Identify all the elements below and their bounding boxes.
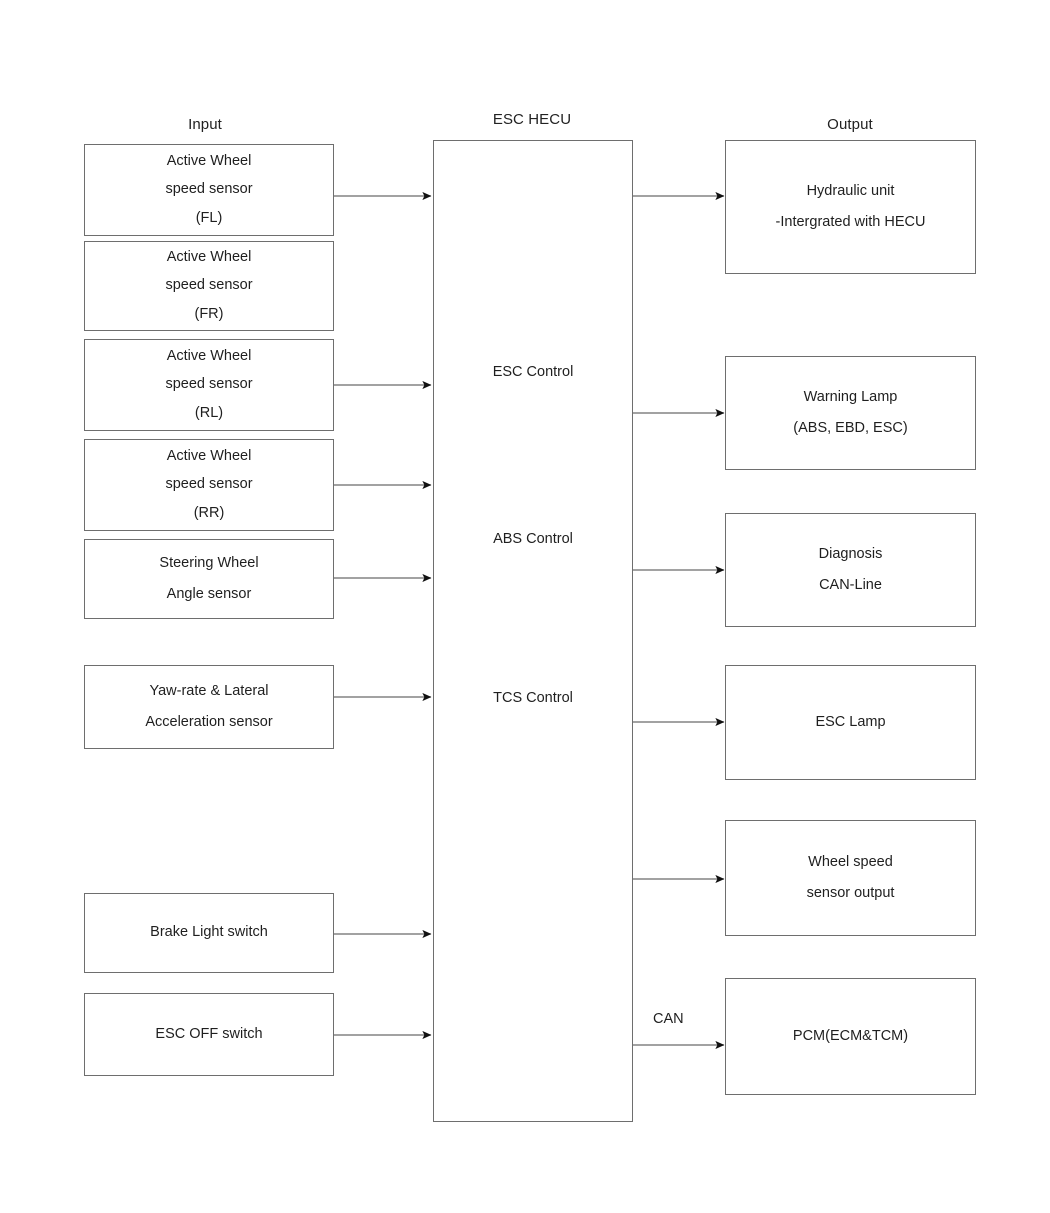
output-node-diagnosis-can-line[interactable]: Diagnosis CAN-Line	[725, 513, 976, 627]
node-line: (FL)	[195, 209, 223, 226]
input-node-ws-rl[interactable]: Active Wheel speed sensor (RL)	[84, 339, 334, 431]
node-line: speed sensor	[165, 376, 253, 393]
esc-hecu-box[interactable]: ESC Control ABS Control TCS Control	[433, 140, 633, 1122]
output-node-wheel-speed-sensor-output[interactable]: Wheel speed sensor output	[725, 820, 976, 936]
node-line: Acceleration sensor	[145, 714, 273, 730]
node-line: CAN-Line	[819, 577, 882, 593]
node-line: speed sensor	[165, 277, 253, 294]
node-line: Yaw-rate & Lateral	[149, 682, 269, 699]
node-line: (ABS, EBD, ESC)	[793, 420, 908, 436]
node-line: Active Wheel	[166, 448, 252, 465]
output-node-esc-lamp[interactable]: ESC Lamp	[725, 665, 976, 780]
node-line: (RR)	[193, 504, 225, 521]
node-line: -Intergrated with HECU	[775, 214, 926, 230]
edge-label-can: CAN	[653, 1011, 684, 1027]
input-node-yaw-lateral[interactable]: Yaw-rate & Lateral Acceleration sensor	[84, 665, 334, 749]
node-line: Brake Light switch	[150, 924, 268, 941]
node-line: Active Wheel	[166, 249, 252, 266]
node-line: speed sensor	[165, 476, 253, 493]
node-line: (FR)	[194, 305, 224, 322]
node-line: Active Wheel	[166, 153, 252, 170]
node-line: Diagnosis	[818, 545, 883, 562]
node-line: Hydraulic unit	[806, 182, 895, 199]
node-line: speed sensor	[165, 181, 253, 198]
node-line: ESC OFF switch	[155, 1025, 263, 1042]
column-header-input: Input	[188, 116, 222, 133]
output-node-hydraulic-unit[interactable]: Hydraulic unit -Intergrated with HECU	[725, 140, 976, 274]
column-header-output: Output	[827, 116, 873, 133]
input-node-ws-rr[interactable]: Active Wheel speed sensor (RR)	[84, 439, 334, 531]
node-line: Active Wheel	[166, 348, 252, 365]
input-node-ws-fr[interactable]: Active Wheel speed sensor (FR)	[84, 241, 334, 331]
hecu-function-abs-control: ABS Control	[493, 531, 573, 547]
node-line: Wheel speed	[808, 853, 893, 870]
output-node-pcm[interactable]: PCM(ECM&TCM)	[725, 978, 976, 1095]
input-node-steering-angle[interactable]: Steering Wheel Angle sensor	[84, 539, 334, 619]
node-line: Steering Wheel	[159, 554, 259, 571]
node-line: sensor output	[806, 885, 895, 901]
output-node-warning-lamp[interactable]: Warning Lamp (ABS, EBD, ESC)	[725, 356, 976, 470]
input-node-esc-off-switch[interactable]: ESC OFF switch	[84, 993, 334, 1076]
hecu-function-tcs-control: TCS Control	[493, 690, 573, 706]
hecu-function-esc-control: ESC Control	[492, 364, 574, 380]
node-line: (RL)	[194, 404, 224, 421]
node-line: Warning Lamp	[803, 388, 898, 405]
input-node-brake-light-switch[interactable]: Brake Light switch	[84, 893, 334, 973]
node-line: PCM(ECM&TCM)	[792, 1027, 909, 1044]
input-node-ws-fl[interactable]: Active Wheel speed sensor (FL)	[84, 144, 334, 236]
node-line: Angle sensor	[166, 586, 252, 602]
node-line: ESC Lamp	[815, 713, 886, 730]
column-header-esc-hecu: ESC HECU	[492, 111, 572, 128]
